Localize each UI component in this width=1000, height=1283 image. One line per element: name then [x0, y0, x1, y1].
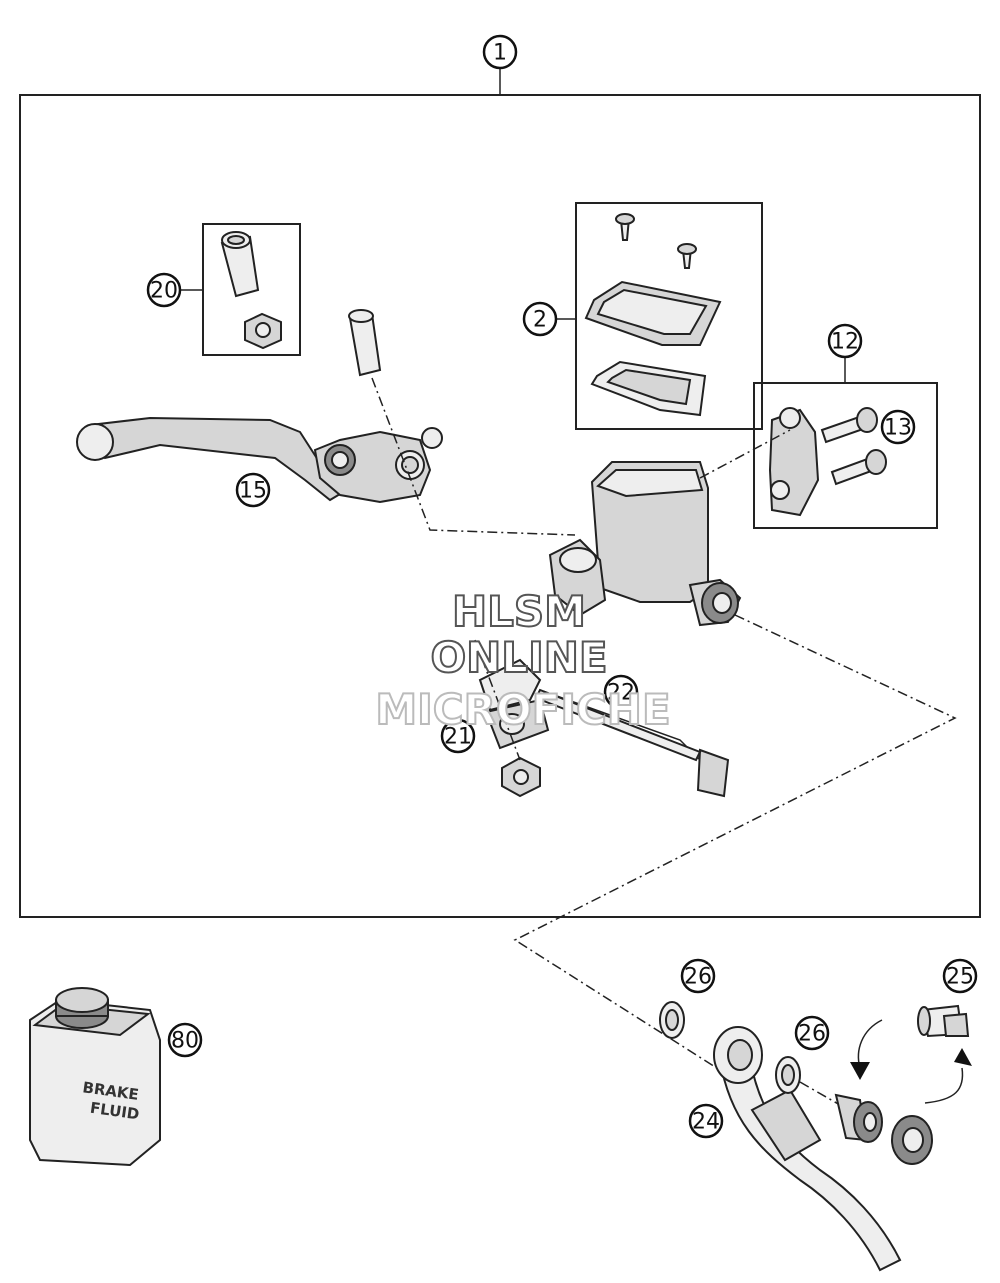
- callout-26a-label: 26: [684, 965, 712, 990]
- callout-12[interactable]: 12: [827, 323, 863, 359]
- callout-25-label: 25: [946, 965, 974, 990]
- sleeve-part-20: [220, 231, 282, 350]
- bleed-cap: [891, 1115, 933, 1165]
- callout-20-label: 20: [150, 279, 178, 304]
- callout-80-label: 80: [171, 1029, 199, 1054]
- brake-hose-part-24: [713, 1026, 902, 1272]
- assembly-frame: [19, 94, 981, 918]
- callout-1[interactable]: 1: [482, 34, 518, 70]
- clamp-part-12: [768, 407, 887, 517]
- callout-1-label: 1: [493, 41, 507, 66]
- reservoir-cover-part-2: [584, 213, 722, 417]
- callout-24[interactable]: 24: [688, 1103, 724, 1139]
- master-cylinder-body: [548, 461, 742, 627]
- callout-26a[interactable]: 26: [680, 958, 716, 994]
- callout-22-label: 22: [607, 681, 635, 706]
- callout-80[interactable]: 80: [167, 1022, 203, 1058]
- callout-15-label: 15: [239, 479, 267, 504]
- callout-21[interactable]: 21: [440, 718, 476, 754]
- callout-22[interactable]: 22: [603, 674, 639, 710]
- banjo-bolt: [834, 1093, 883, 1143]
- watermark-line-1: HLSM: [452, 587, 586, 636]
- rotation-arrow-icon: [850, 1019, 972, 1104]
- callout-24-label: 24: [692, 1110, 720, 1135]
- callout-13[interactable]: 13: [880, 409, 916, 445]
- callout-13-label: 13: [884, 416, 912, 441]
- washer-part-26a: [659, 1001, 685, 1039]
- callout-2[interactable]: 2: [522, 301, 558, 337]
- callout-26b-label: 26: [798, 1022, 826, 1047]
- brake-switch-part-22: [478, 658, 730, 798]
- callout-2-label: 2: [533, 308, 547, 333]
- watermark-line-3: MICROFICHE: [375, 685, 670, 734]
- bracket-part-21: [484, 698, 550, 798]
- bleed-screw-part-25: [917, 1004, 970, 1038]
- callout-21-label: 21: [444, 725, 472, 750]
- callout-25[interactable]: 25: [942, 958, 978, 994]
- group-box-2: [575, 202, 763, 430]
- watermark-line-2: ONLINE: [430, 633, 607, 682]
- callout-26b[interactable]: 26: [794, 1015, 830, 1051]
- washer-part-26b: [775, 1056, 801, 1094]
- watermark: HLSM ONLINE MICROFICHE: [374, 586, 671, 735]
- callout-15[interactable]: 15: [235, 472, 271, 508]
- callout-12-label: 12: [831, 330, 859, 355]
- brake-fluid-bottle-part-80: BRAKE FLUID: [29, 987, 161, 1167]
- brake-lever-part-15: [76, 309, 443, 504]
- callout-20[interactable]: 20: [146, 272, 182, 308]
